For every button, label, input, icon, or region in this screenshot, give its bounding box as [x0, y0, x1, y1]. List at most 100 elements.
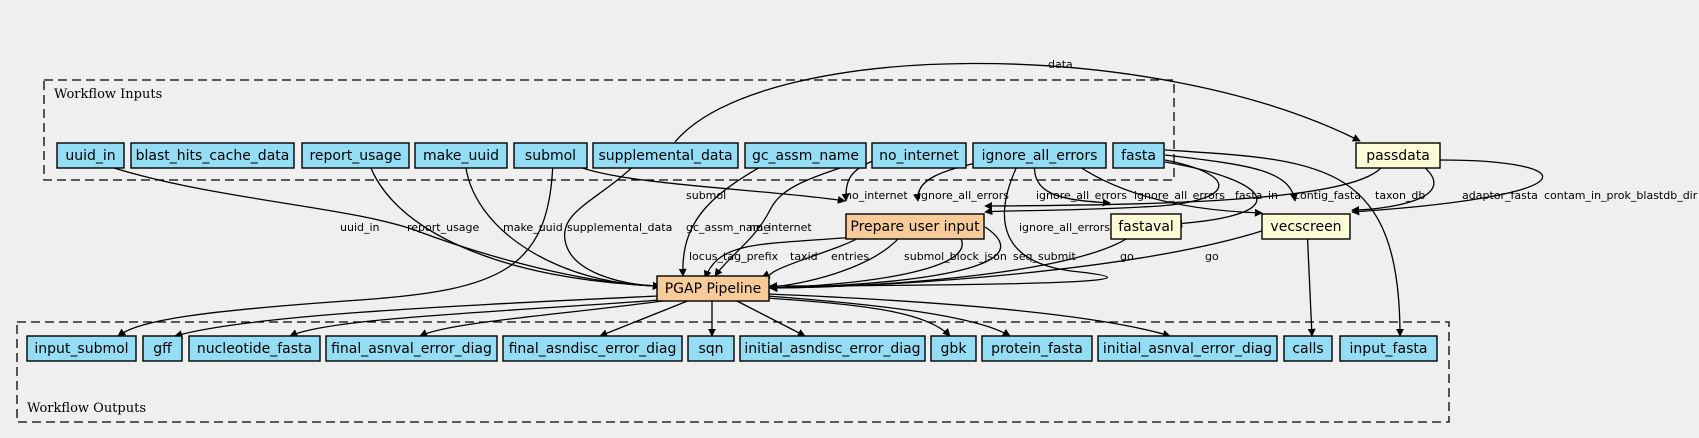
node-sqn[interactable]: sqn — [687, 335, 735, 362]
edge-label-make-uuid: make_uuid — [503, 221, 563, 234]
edge-supplemental-data-pgap — [564, 159, 661, 290]
workflow-inputs-cluster — [43, 79, 1175, 181]
node-no-internet-label: no_internet — [879, 148, 959, 164]
node-protein-fasta-label: protein_fasta — [991, 341, 1083, 357]
edge-label-in: in — [1268, 189, 1278, 202]
edge-label-locus-tag-prefix: locus_tag_prefix — [689, 250, 779, 263]
node-gc-assm-name-label: gc_assm_name — [752, 148, 859, 164]
edge-vecscreen-pgap — [769, 229, 1266, 292]
edge-fasta-fastaval — [1164, 161, 1258, 228]
node-prepare-user-input[interactable]: Prepare user input — [845, 213, 985, 240]
edge-pgap-gff — [174, 295, 658, 338]
edge-supplemental-data-passdata — [674, 62, 1361, 143]
node-final-asndisc-error-diag[interactable]: final_asndisc_error_diag — [502, 335, 683, 362]
edge-pgap-initial-asnval — [767, 293, 1171, 338]
edge-prep-pgap-3 — [769, 236, 901, 291]
node-gff-label: gff — [153, 341, 172, 357]
workflow-outputs-cluster — [16, 321, 1450, 423]
edge-label-taxid: taxid — [790, 250, 818, 263]
node-input-submol[interactable]: input_submol — [26, 335, 137, 362]
step-nodes: passdata Prepare user input fastaval vec… — [656, 142, 1441, 302]
node-protein-fasta[interactable]: protein_fasta — [981, 335, 1093, 362]
node-initial-asndisc-error-diag-label: initial_asndisc_error_diag — [744, 341, 920, 357]
node-blast-hits-cache-data[interactable]: blast_hits_cache_data — [130, 142, 295, 169]
edge-label-ignore-all-errors-prep: ignore_all_errors — [918, 189, 1009, 202]
edge-label-adaptor-fasta: adaptor_fasta — [1462, 189, 1538, 202]
node-input-submol-label: input_submol — [34, 341, 128, 357]
node-report-usage[interactable]: report_usage — [301, 142, 410, 169]
node-final-asnval-error-diag[interactable]: final_asnval_error_diag — [325, 335, 498, 362]
node-make-uuid[interactable]: make_uuid — [414, 142, 508, 169]
node-initial-asnval-error-diag[interactable]: initial_asnval_error_diag — [1097, 335, 1278, 362]
edge-no-internet-prep — [841, 159, 876, 202]
edge-prep-pgap-2 — [703, 236, 856, 279]
edge-label-no-internet-pgap: no_internet — [749, 221, 812, 234]
node-nucleotide-fasta[interactable]: nucleotide_fasta — [188, 335, 321, 362]
edge-label-data: data — [1048, 58, 1073, 71]
output-nodes: input_submol gff nucleotide_fasta final_… — [26, 335, 1438, 362]
node-vecscreen-label: vecscreen — [1270, 219, 1341, 235]
node-fastaval-label: fastaval — [1118, 219, 1174, 235]
edge-fasta-prep — [984, 159, 1220, 216]
node-sqn-label: sqn — [698, 341, 723, 357]
edge-label-gc-assm-name: gc_assm_name — [686, 221, 770, 234]
edge-pgap-nucleotide-fasta — [289, 299, 661, 337]
edge-pgap-final-asnval — [419, 299, 671, 337]
node-initial-asnval-error-diag-label: initial_asnval_error_diag — [1103, 341, 1272, 357]
node-gbk-label: gbk — [941, 341, 968, 357]
edge-label-no-internet-prep: no_internet — [845, 189, 908, 202]
edge-label-contig-fasta: contig_fasta — [1294, 189, 1361, 202]
edge-label-ignore-all-errors-vs: ignore_all_errors — [1134, 189, 1225, 202]
node-input-fasta[interactable]: input_fasta — [1339, 335, 1438, 362]
node-gff[interactable]: gff — [142, 335, 183, 362]
node-supplemental-data[interactable]: supplemental_data — [592, 142, 739, 169]
edge-labels: data uuid_in report_usage make_uuid supp… — [340, 58, 1698, 263]
node-fasta-label: fasta — [1121, 148, 1156, 164]
node-fastaval[interactable]: fastaval — [1110, 213, 1182, 240]
node-gbk[interactable]: gbk — [930, 335, 977, 362]
node-uuid-in[interactable]: uuid_in — [56, 142, 125, 169]
node-pgap-pipeline-label: PGAP Pipeline — [665, 281, 762, 297]
node-gc-assm-name[interactable]: gc_assm_name — [744, 142, 867, 169]
edge-make-uuid-pgap — [464, 159, 661, 290]
edge-label-submol-block-json: submol_block_json — [904, 250, 1007, 263]
node-calls-label: calls — [1292, 341, 1323, 357]
node-initial-asndisc-error-diag[interactable]: initial_asndisc_error_diag — [739, 335, 926, 362]
edge-submol-input-submol — [117, 159, 554, 337]
node-make-uuid-label: make_uuid — [423, 148, 499, 164]
node-passdata-label: passdata — [1366, 148, 1430, 164]
node-ignore-all-errors[interactable]: ignore_all_errors — [972, 142, 1107, 169]
edge-label-go-fastaval: go — [1120, 250, 1134, 263]
edge-ignore-all-errors-vecscreen — [1069, 159, 1263, 217]
node-fasta[interactable]: fasta — [1112, 142, 1165, 169]
node-input-fasta-label: input_fasta — [1350, 341, 1428, 357]
node-passdata[interactable]: passdata — [1355, 142, 1441, 169]
edge-prep-pgap-5 — [769, 226, 1002, 292]
edge-ignore-all-errors-pgap — [769, 159, 1108, 290]
node-pgap-pipeline[interactable]: PGAP Pipeline — [656, 275, 770, 302]
edge-label-fasta-prep: fasta — [1235, 189, 1262, 202]
node-supplemental-data-label: supplemental_data — [598, 148, 732, 164]
node-ignore-all-errors-label: ignore_all_errors — [982, 148, 1098, 164]
input-nodes: uuid_in blast_hits_cache_data report_usa… — [56, 142, 1165, 169]
edge-label-contam-in-prok-blastdb-dir: contam_in_prok_blastdb_dir — [1544, 189, 1698, 202]
edge-fasta-input-fasta — [1164, 149, 1404, 337]
workflow-outputs-label: Workflow Outputs — [27, 401, 146, 416]
edge-uuid-in-pgap — [89, 159, 661, 290]
edge-label-taxon-db: taxon_db — [1375, 189, 1425, 202]
node-vecscreen[interactable]: vecscreen — [1261, 213, 1351, 240]
node-uuid-in-label: uuid_in — [65, 148, 115, 164]
node-calls[interactable]: calls — [1283, 335, 1333, 362]
edge-vecscreen-calls — [1306, 226, 1316, 337]
node-no-internet[interactable]: no_internet — [871, 142, 967, 169]
edge-passdata-vecscreen-2 — [1351, 159, 1544, 216]
edge-pgap-initial-asndisc — [734, 299, 806, 337]
edge-gc-assm-name-pgap — [678, 159, 773, 277]
node-submol[interactable]: submol — [513, 142, 588, 169]
node-final-asndisc-error-diag-label: final_asndisc_error_diag — [509, 341, 677, 357]
node-submol-label: submol — [525, 148, 576, 164]
edge-label-report-usage: report_usage — [407, 221, 480, 234]
node-final-asnval-error-diag-label: final_asnval_error_diag — [331, 341, 492, 357]
edge-no-internet-pgap — [714, 159, 866, 277]
